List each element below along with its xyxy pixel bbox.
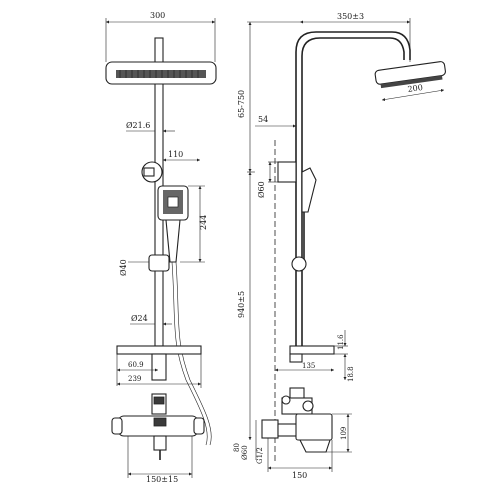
diverter-knob xyxy=(153,396,165,405)
label-thread: G1/2 xyxy=(256,447,264,464)
side-diverter-knob xyxy=(302,400,314,412)
label-inlet-spacing: 150±15 xyxy=(146,475,178,484)
label-holder-diameter: Ø60 xyxy=(257,181,266,198)
mixer-handle-right xyxy=(193,417,205,435)
side-shelf-mount xyxy=(289,353,303,363)
mixer-handle-left xyxy=(111,417,123,435)
label-mixer-depth: 150 xyxy=(292,471,307,480)
label-slider-diameter: Ø40 xyxy=(119,259,128,276)
label-shelf-width: 239 xyxy=(128,375,141,383)
label-mixer-height: 109 xyxy=(340,427,348,440)
riser-arm-inner xyxy=(301,37,405,346)
mixer-center xyxy=(153,417,167,427)
label-pipe-diameter: Ø24 xyxy=(131,314,148,323)
side-handshower xyxy=(301,167,317,213)
holder-knob xyxy=(143,167,155,177)
side-shower-head xyxy=(374,61,446,89)
label-total-height: 940±5 xyxy=(237,291,246,318)
label-wall-offset: 54 xyxy=(258,115,268,124)
mixer-spout xyxy=(153,435,167,451)
label-arm-reach: 350±3 xyxy=(337,12,364,21)
nozzle-hatch xyxy=(119,70,199,78)
label-rail-diameter: Ø21.6 xyxy=(126,121,150,130)
label-width-top: 300 xyxy=(150,11,165,20)
side-mixer-body xyxy=(295,413,333,441)
riser-arm-outer xyxy=(295,31,411,346)
hose xyxy=(175,261,212,446)
dim-head-diameter xyxy=(381,88,445,102)
label-height-adjust: 65-750 xyxy=(237,90,246,118)
slider xyxy=(148,254,170,272)
label-shelf-gap: 18.8 xyxy=(347,366,355,382)
side-diverter-left xyxy=(281,395,291,405)
label-holder-offset: 110 xyxy=(168,150,183,159)
hand-shower-center xyxy=(167,196,179,208)
holder-bracket xyxy=(277,161,297,183)
side-slider xyxy=(291,256,307,272)
label-flange-depth: 80 xyxy=(233,443,241,452)
side-mixer-base xyxy=(299,439,331,453)
label-hs-height: 244 xyxy=(199,215,208,230)
shelf xyxy=(116,345,202,355)
side-shelf xyxy=(289,345,335,355)
label-flange-diameter: Ø60 xyxy=(241,445,249,460)
shower-head-nozzles xyxy=(116,70,206,78)
label-shelf-thickness: 11.6 xyxy=(337,334,345,350)
wall-flange xyxy=(261,419,279,439)
shelf-mount xyxy=(151,353,167,381)
front-view: 300 Ø21.6 110 244 xyxy=(105,11,217,484)
label-head-diameter: 200 xyxy=(407,83,423,94)
hose-inner xyxy=(171,261,208,446)
label-shelf-depth: 135 xyxy=(302,362,315,370)
label-shelf-offset: 60.9 xyxy=(128,361,144,369)
side-view: 350±3 65-750 200 54 Ø60 940±5 xyxy=(233,12,446,480)
